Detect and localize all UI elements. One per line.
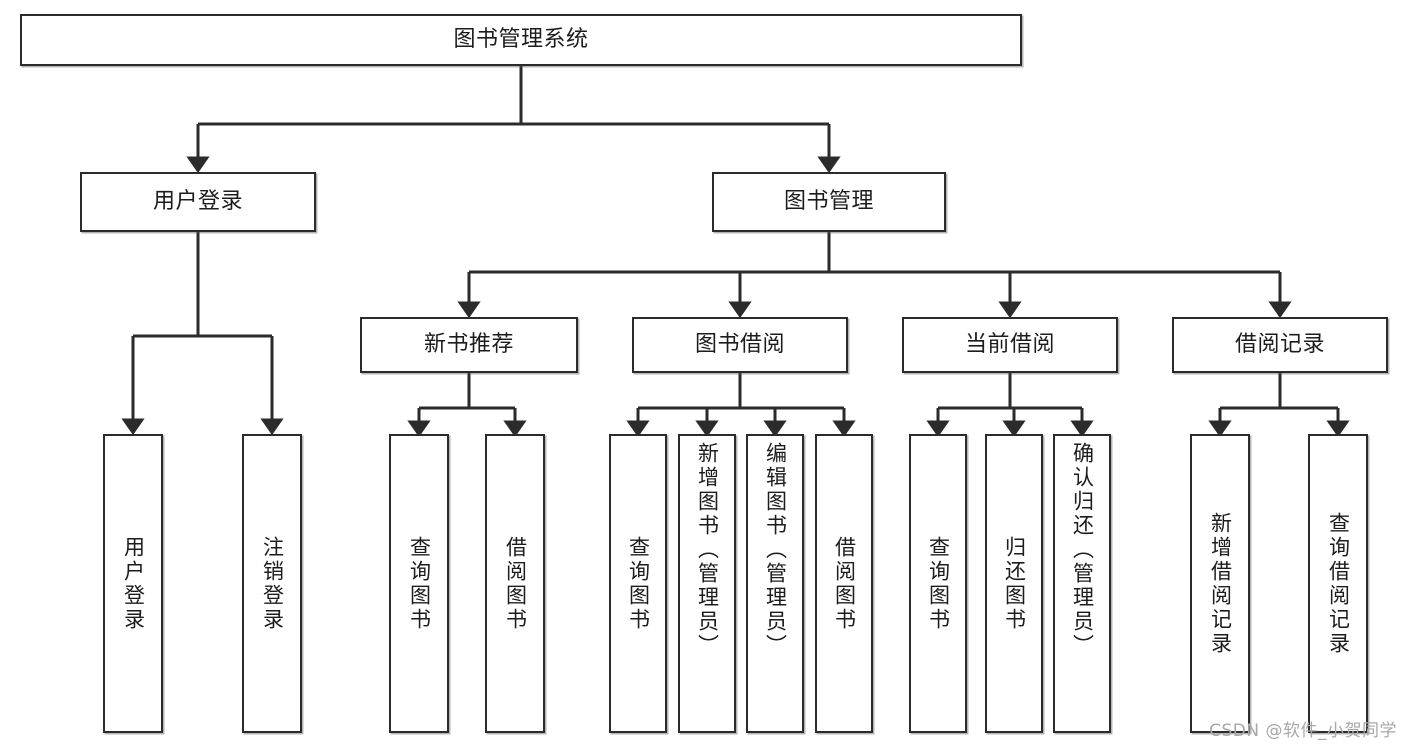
node-leaf-bb-borrow-book-label: 借阅图书 [832,535,857,632]
node-root[interactable]: 图书管理系统 [20,14,1022,66]
node-current-borrow[interactable]: 当前借阅 [902,317,1118,373]
node-leaf-cb-return-book-label: 归还图书 [1002,535,1027,632]
node-leaf-bb-borrow-book[interactable]: 借阅图书 [815,434,873,733]
node-leaf-bb-add-book-label: 新增图书（管理员） [695,442,720,658]
node-leaf-bb-add-book[interactable]: 新增图书（管理员） [678,434,736,733]
node-new-book-rec[interactable]: 新书推荐 [360,317,578,373]
node-leaf-bb-edit-book-label: 编辑图书（管理员） [763,442,788,658]
node-new-book-rec-label: 新书推荐 [423,332,514,358]
node-leaf-rec-borrow-book[interactable]: 借阅图书 [485,434,545,733]
node-root-label: 图书管理系统 [453,27,589,53]
node-leaf-user-login[interactable]: 用户登录 [103,434,163,733]
node-leaf-bb-edit-book[interactable]: 编辑图书（管理员） [746,434,804,733]
node-leaf-br-query-record-label: 查询借阅记录 [1326,511,1351,656]
node-leaf-br-add-record-label: 新增借阅记录 [1208,511,1233,656]
node-book-manage-label: 图书管理 [783,189,874,215]
node-leaf-logout-login[interactable]: 注销登录 [242,434,302,733]
node-leaf-bb-query-book[interactable]: 查询图书 [609,434,667,733]
csdn-watermark: CSDN @软件_小贺同学 [1209,721,1397,741]
node-leaf-cb-query-book-label: 查询图书 [926,535,951,632]
node-book-manage[interactable]: 图书管理 [712,172,946,232]
node-leaf-logout-login-label: 注销登录 [260,535,285,632]
node-borrow-record[interactable]: 借阅记录 [1172,317,1388,373]
node-leaf-cb-return-book[interactable]: 归还图书 [985,434,1043,733]
node-user-login[interactable]: 用户登录 [80,172,316,232]
node-borrow-record-label: 借阅记录 [1234,332,1325,358]
node-leaf-cb-confirm-return[interactable]: 确认归还（管理员） [1053,434,1111,733]
node-book-borrow-label: 图书借阅 [694,332,785,358]
node-leaf-rec-query-book[interactable]: 查询图书 [389,434,449,733]
node-current-borrow-label: 当前借阅 [964,332,1055,358]
node-leaf-rec-borrow-book-label: 借阅图书 [503,535,528,632]
node-book-borrow[interactable]: 图书借阅 [632,317,848,373]
node-leaf-cb-confirm-return-label: 确认归还（管理员） [1070,442,1095,658]
node-leaf-rec-query-book-label: 查询图书 [407,535,432,632]
node-leaf-br-add-record[interactable]: 新增借阅记录 [1190,434,1250,733]
node-leaf-user-login-label: 用户登录 [121,535,146,632]
node-leaf-br-query-record[interactable]: 查询借阅记录 [1308,434,1368,733]
node-leaf-cb-query-book[interactable]: 查询图书 [909,434,967,733]
node-leaf-bb-query-book-label: 查询图书 [626,535,651,632]
node-user-login-label: 用户登录 [152,189,243,215]
